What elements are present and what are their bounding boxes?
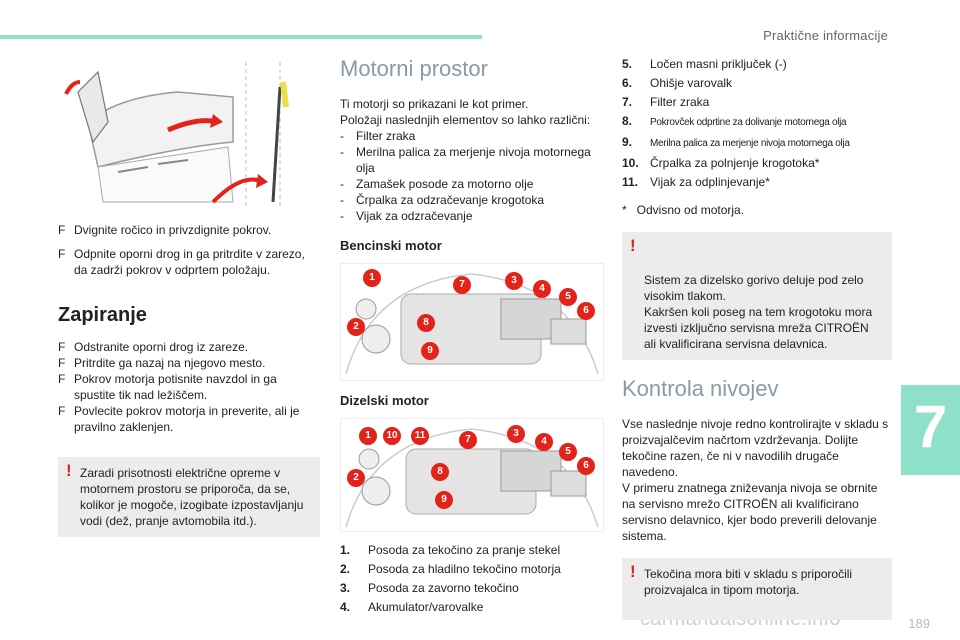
callout-badge: 3 (505, 272, 523, 290)
list-item: 8.Pokrovček odprtine za dolivanje motorn… (622, 114, 847, 128)
list-item: 9.Merilna palica za merjenje nivoja moto… (622, 135, 850, 149)
callout-badge: 8 (417, 314, 435, 332)
bullet-icon: F (58, 340, 66, 354)
list-item: -Filter zraka (340, 129, 416, 143)
list-item: 11.Vijak za odplinjevanje* (622, 175, 770, 189)
list-item: -Zamašek posode za motorno olje (340, 177, 534, 191)
list-item: 7.Filter zraka (622, 95, 710, 109)
list-item: 3.Posoda za zavorno tekočino (340, 581, 519, 595)
chapter-number: 7 (913, 393, 948, 460)
callout-badge: 3 (507, 425, 525, 443)
bullet-icon: F (58, 223, 66, 237)
bullet-icon: F (58, 372, 66, 386)
fluid-spec-warning: ! Tekočina mora biti v skladu s priporoč… (622, 558, 892, 620)
column-right: 5.Ločen masni priključek (-) 6.Ohišje va… (622, 52, 892, 620)
header-accent-bar (0, 35, 482, 39)
list-item: 5.Ločen masni priključek (-) (622, 57, 787, 71)
petrol-engine-heading: Bencinski motor (340, 238, 442, 253)
diesel-engine-diagram: 1 10 11 7 3 4 5 6 8 2 9 (340, 418, 604, 532)
callout-badge: 6 (577, 302, 595, 320)
callout-badge: 4 (535, 433, 553, 451)
chapter-tab (901, 385, 960, 475)
fluid-levels-text: Vse naslednje nivoje redno kontrolirajte… (622, 417, 889, 543)
callout-badge: 9 (421, 342, 439, 360)
list-item: 2.Posoda za hladilno tekočino motorja (340, 562, 561, 576)
engine-bay-heading: Motorni prostor (340, 56, 488, 81)
hood-drawing (58, 52, 320, 212)
callout-badge: 11 (411, 427, 429, 445)
component-list: 1.Posoda za tekočino za pranje stekel 2.… (340, 542, 602, 615)
list-item: -Merilna palica za merjenje nivoja motor… (340, 145, 591, 175)
electrical-warning: ! Zaradi prisotnosti električne opreme v… (58, 457, 320, 537)
callout-badge: 4 (533, 280, 551, 298)
callout-badge: 9 (435, 491, 453, 509)
callout-badge: 1 (359, 427, 377, 445)
callout-badge: 7 (453, 276, 471, 294)
callout-badge: 2 (347, 469, 365, 487)
list-item: -Vijak za odzračevanje (340, 209, 473, 223)
closing-heading: Zapiranje (58, 304, 147, 326)
section-title: Praktične informacije (763, 28, 888, 43)
callout-badge: 2 (347, 318, 365, 336)
footnote: * Odvisno od motorja. (622, 203, 745, 217)
bullet-icon: F (58, 404, 66, 418)
list-item: -Črpalka za odzračevanje krogotoka (340, 193, 545, 207)
column-middle: Motorni prostor Ti motorji so prikazani … (340, 52, 604, 618)
callout-badge: 6 (577, 457, 595, 475)
callout-badge: 5 (559, 443, 577, 461)
fuel-pressure-warning: ! Sistem za dizelsko gorivo deluje pod z… (622, 232, 892, 360)
callout-badge: 8 (431, 463, 449, 481)
element-list: -Filter zraka -Merilna palica za merjenj… (340, 128, 602, 224)
callout-badge: 10 (383, 427, 401, 445)
intro-line: Ti motorji so prikazani le kot primer. (340, 97, 529, 111)
petrol-engine-diagram: 1 7 3 4 5 6 8 2 9 (340, 263, 604, 381)
intro-line: Položaji naslednjih elementov so lahko r… (340, 113, 591, 127)
bullet-icon: F (58, 356, 66, 370)
diesel-engine-heading: Dizelski motor (340, 393, 429, 408)
warning-icon: ! (630, 236, 636, 255)
list-item: 4.Akumulator/varovalke (340, 600, 484, 614)
callout-badge: 7 (459, 431, 477, 449)
list-item: 10.Črpalka za polnjenje krogotoka* (622, 156, 820, 170)
component-list-continued: 5.Ločen masni priključek (-) 6.Ohišje va… (622, 56, 892, 190)
list-item: 1.Posoda za tekočino za pranje stekel (340, 543, 561, 557)
warning-icon: ! (66, 461, 72, 480)
list-item: 6.Ohišje varovalk (622, 76, 733, 90)
bullet-icon: F (58, 247, 66, 261)
fluid-levels-heading: Kontrola nivojev (622, 376, 779, 401)
warning-icon: ! (630, 562, 636, 581)
callout-badge: 1 (363, 269, 381, 287)
page-number: 189 (908, 616, 930, 631)
hood-illustration (58, 52, 320, 212)
callout-badge: 5 (559, 288, 577, 306)
